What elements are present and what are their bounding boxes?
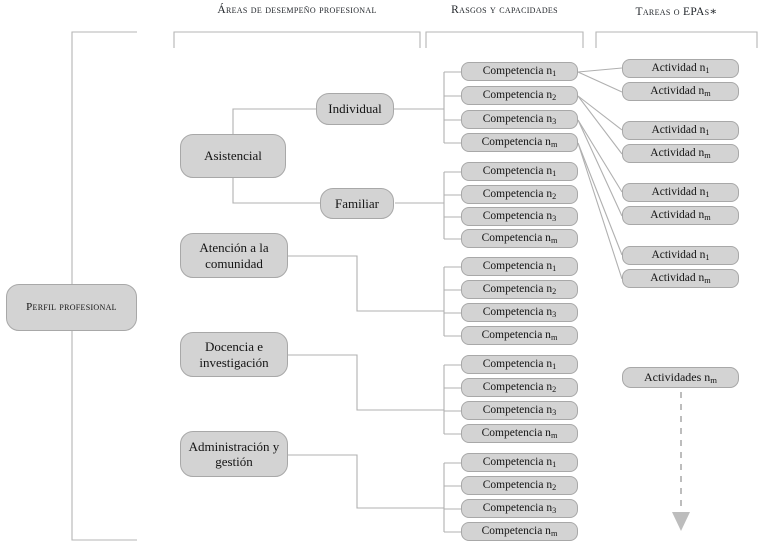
node-actividad[interactable]: Actividad n1	[622, 246, 739, 265]
competencia-text: Competencia n3	[482, 403, 557, 417]
competencia-text: Competencia n1	[482, 455, 557, 469]
header-rasgos: Rasgos y capacidades	[451, 4, 558, 16]
node-competencia[interactable]: Competencia nm	[461, 133, 578, 152]
actividad-text: Actividad nm	[650, 208, 711, 222]
node-competencia[interactable]: Competencia n1	[461, 355, 578, 374]
actividad-text: Actividad nm	[650, 84, 711, 98]
fan-c3-a5	[577, 119, 623, 193]
wire-asistencial-familiar	[232, 178, 320, 204]
wire-administracion-grp5	[288, 454, 444, 509]
header-tareas: Tareas o EPAs∗	[635, 6, 718, 18]
dashed-arrow-head	[672, 512, 690, 531]
competencia-text: Competencia n2	[482, 380, 557, 394]
node-competencia[interactable]: Competencia n1	[461, 162, 578, 181]
node-competencia[interactable]: Competencia n2	[461, 280, 578, 299]
node-competencia[interactable]: Competencia n2	[461, 378, 578, 397]
node-competencia[interactable]: Competencia nm	[461, 326, 578, 345]
wire-asistencial-individual	[232, 108, 316, 134]
node-competencia[interactable]: Competencia n2	[461, 185, 578, 204]
competencia-text: Competencia n1	[482, 64, 557, 78]
wire-docencia-grp4	[288, 354, 444, 411]
competencia-text: Competencia n1	[482, 259, 557, 273]
node-competencia[interactable]: Competencia n3	[461, 499, 578, 518]
node-area-administracion-gestion[interactable]: Administración y gestión	[180, 431, 288, 477]
node-actividad[interactable]: Actividad n1	[622, 121, 739, 140]
node-competencia[interactable]: Competencia n2	[461, 476, 578, 495]
competencia-text: Competencia n1	[482, 357, 557, 371]
bracket-rasgos	[425, 31, 584, 48]
node-competencia[interactable]: Competencia nm	[461, 522, 578, 541]
competencia-text: Competencia nm	[481, 426, 558, 440]
node-competencia[interactable]: Competencia nm	[461, 424, 578, 443]
node-competencia[interactable]: Competencia n2	[461, 86, 578, 105]
fan-c1-a2	[577, 71, 623, 93]
actividades-summary-text: Actividades nm	[643, 369, 718, 385]
node-competencia[interactable]: Competencia n3	[461, 207, 578, 226]
competencia-text: Competencia n3	[482, 305, 557, 319]
fan-c1-a1	[577, 67, 623, 73]
wire-comunidad-grp3	[288, 255, 444, 312]
node-actividad[interactable]: Actividad nm	[622, 144, 739, 163]
header-areas: Áreas de desempeño profesional	[217, 4, 377, 16]
actividad-text: Actividad nm	[650, 271, 711, 285]
node-competencia[interactable]: Competencia nm	[461, 229, 578, 248]
node-actividad[interactable]: Actividad n1	[622, 59, 739, 78]
actividad-text: Actividad n1	[651, 123, 710, 137]
node-competencia[interactable]: Competencia n1	[461, 62, 578, 81]
node-actividades-summary[interactable]: Actividades nm	[622, 367, 739, 388]
competencia-text: Competencia n2	[482, 88, 557, 102]
fan-c4-a8	[577, 142, 623, 280]
competencia-text: Competencia n2	[482, 187, 557, 201]
node-area-asistencial[interactable]: Asistencial	[180, 134, 286, 178]
node-competencia[interactable]: Competencia n1	[461, 257, 578, 276]
node-competencia[interactable]: Competencia n3	[461, 110, 578, 129]
node-subarea-familiar[interactable]: Familiar	[320, 188, 394, 219]
competencia-text: Competencia n1	[482, 164, 557, 178]
actividad-text: Actividad n1	[651, 248, 710, 262]
node-competencia[interactable]: Competencia n3	[461, 401, 578, 420]
competencia-text: Competencia nm	[481, 135, 558, 149]
actividad-text: Actividad nm	[650, 146, 711, 160]
competencia-text: Competencia nm	[481, 328, 558, 342]
bracket-areas	[173, 31, 421, 48]
competencia-text: Competencia n3	[482, 112, 557, 126]
fan-c3-a6	[577, 119, 623, 217]
node-actividad[interactable]: Actividad nm	[622, 206, 739, 225]
node-perfil-profesional[interactable]: Perfil profesional	[6, 284, 137, 331]
node-competencia[interactable]: Competencia n1	[461, 453, 578, 472]
bracket-tareas	[595, 31, 758, 48]
node-area-atencion-comunidad[interactable]: Atención a la comunidad	[180, 233, 288, 278]
node-actividad[interactable]: Actividad n1	[622, 183, 739, 202]
competencia-text: Competencia n3	[482, 501, 557, 515]
node-actividad[interactable]: Actividad nm	[622, 82, 739, 101]
competencia-text: Competencia n3	[482, 209, 557, 223]
competencia-text: Competencia n2	[482, 478, 557, 492]
fan-c2-a4	[577, 95, 623, 155]
fan-c2-a3	[577, 95, 623, 131]
node-subarea-individual[interactable]: Individual	[316, 93, 394, 125]
competencia-text: Competencia n2	[482, 282, 557, 296]
actividad-text: Actividad n1	[651, 61, 710, 75]
node-competencia[interactable]: Competencia n3	[461, 303, 578, 322]
node-area-docencia-investigacion[interactable]: Docencia e investigación	[180, 332, 288, 377]
fan-c4-a7	[577, 142, 623, 256]
actividad-text: Actividad n1	[651, 185, 710, 199]
node-actividad[interactable]: Actividad nm	[622, 269, 739, 288]
competencia-text: Competencia nm	[481, 524, 558, 538]
competencia-text: Competencia nm	[481, 231, 558, 245]
